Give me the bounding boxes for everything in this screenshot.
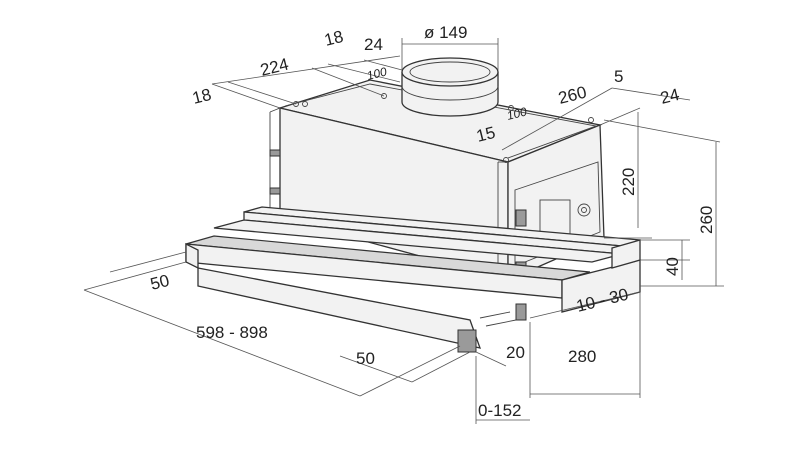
housing-left-edge-top: [269, 107, 281, 113]
drawer-switch: [515, 303, 527, 321]
collar-inner: [409, 61, 491, 83]
label-220: 220: [619, 168, 638, 196]
drawer-mechanism: [479, 311, 511, 319]
duct-collar: [401, 57, 499, 117]
dim-ext: [599, 107, 641, 126]
label-18-left: 18: [190, 85, 213, 108]
collar-ring: [401, 85, 499, 101]
housing-clip-lower: [269, 187, 281, 195]
label-598-898: 598 - 898: [196, 323, 268, 342]
dim-ext: [363, 59, 403, 71]
dim-ext: [359, 345, 461, 397]
motor-knob: [577, 203, 591, 217]
motor-knob-center: [581, 207, 587, 213]
label-20: 20: [506, 343, 525, 362]
label-100-left: 100: [365, 64, 388, 83]
dim-line-top-left: [211, 55, 401, 85]
screw-hole: [381, 93, 387, 99]
screw-hole: [588, 117, 594, 123]
dim-ext: [603, 119, 721, 143]
label-24-right: 24: [658, 85, 681, 108]
drawer-mechanism: [485, 319, 517, 327]
dim-line-20: [475, 351, 507, 367]
drawer-handle: [457, 329, 477, 353]
dimension-labels: ø 149 18 224 24 100 18 100 15 260 5 24 2…: [148, 23, 716, 420]
dim-line-top-right: [501, 87, 613, 151]
dim-ext: [611, 87, 691, 101]
screw-hole: [508, 105, 514, 111]
screw-hole: [302, 101, 308, 107]
label-0-152: 0-152: [478, 401, 521, 420]
screw-hole: [503, 157, 509, 163]
dim-ext: [211, 83, 281, 109]
label-24-top: 24: [364, 35, 383, 54]
dim-ext: [227, 81, 297, 105]
housing-clip-upper: [269, 149, 281, 157]
label-280: 280: [568, 347, 596, 366]
label-100-right: 100: [505, 104, 528, 123]
label-18-top: 18: [322, 27, 345, 50]
label-260-right: 260: [697, 206, 716, 234]
dim-ext: [83, 261, 187, 291]
dim-line-598-898: [83, 289, 361, 397]
label-duct-diameter: ø 149: [424, 23, 467, 42]
dim-line-10-30: [529, 291, 641, 319]
label-50-left: 50: [148, 271, 171, 294]
label-5: 5: [614, 67, 623, 86]
side-clip-upper: [515, 209, 527, 227]
dim-line-50-left: [109, 251, 187, 273]
label-40: 40: [663, 257, 682, 276]
label-224: 224: [258, 55, 290, 80]
screw-hole: [293, 101, 299, 107]
dim-ext: [411, 351, 471, 383]
dimension-lines: [83, 38, 724, 424]
front-trim: [197, 267, 482, 349]
dim-line-50-bottom: [339, 355, 413, 383]
lower-drawer: [185, 206, 641, 353]
dim-ext: [311, 67, 385, 97]
collar-top: [401, 57, 499, 87]
label-50-bottom: 50: [356, 349, 375, 368]
label-15: 15: [474, 123, 497, 146]
dim-ext: [327, 63, 401, 83]
